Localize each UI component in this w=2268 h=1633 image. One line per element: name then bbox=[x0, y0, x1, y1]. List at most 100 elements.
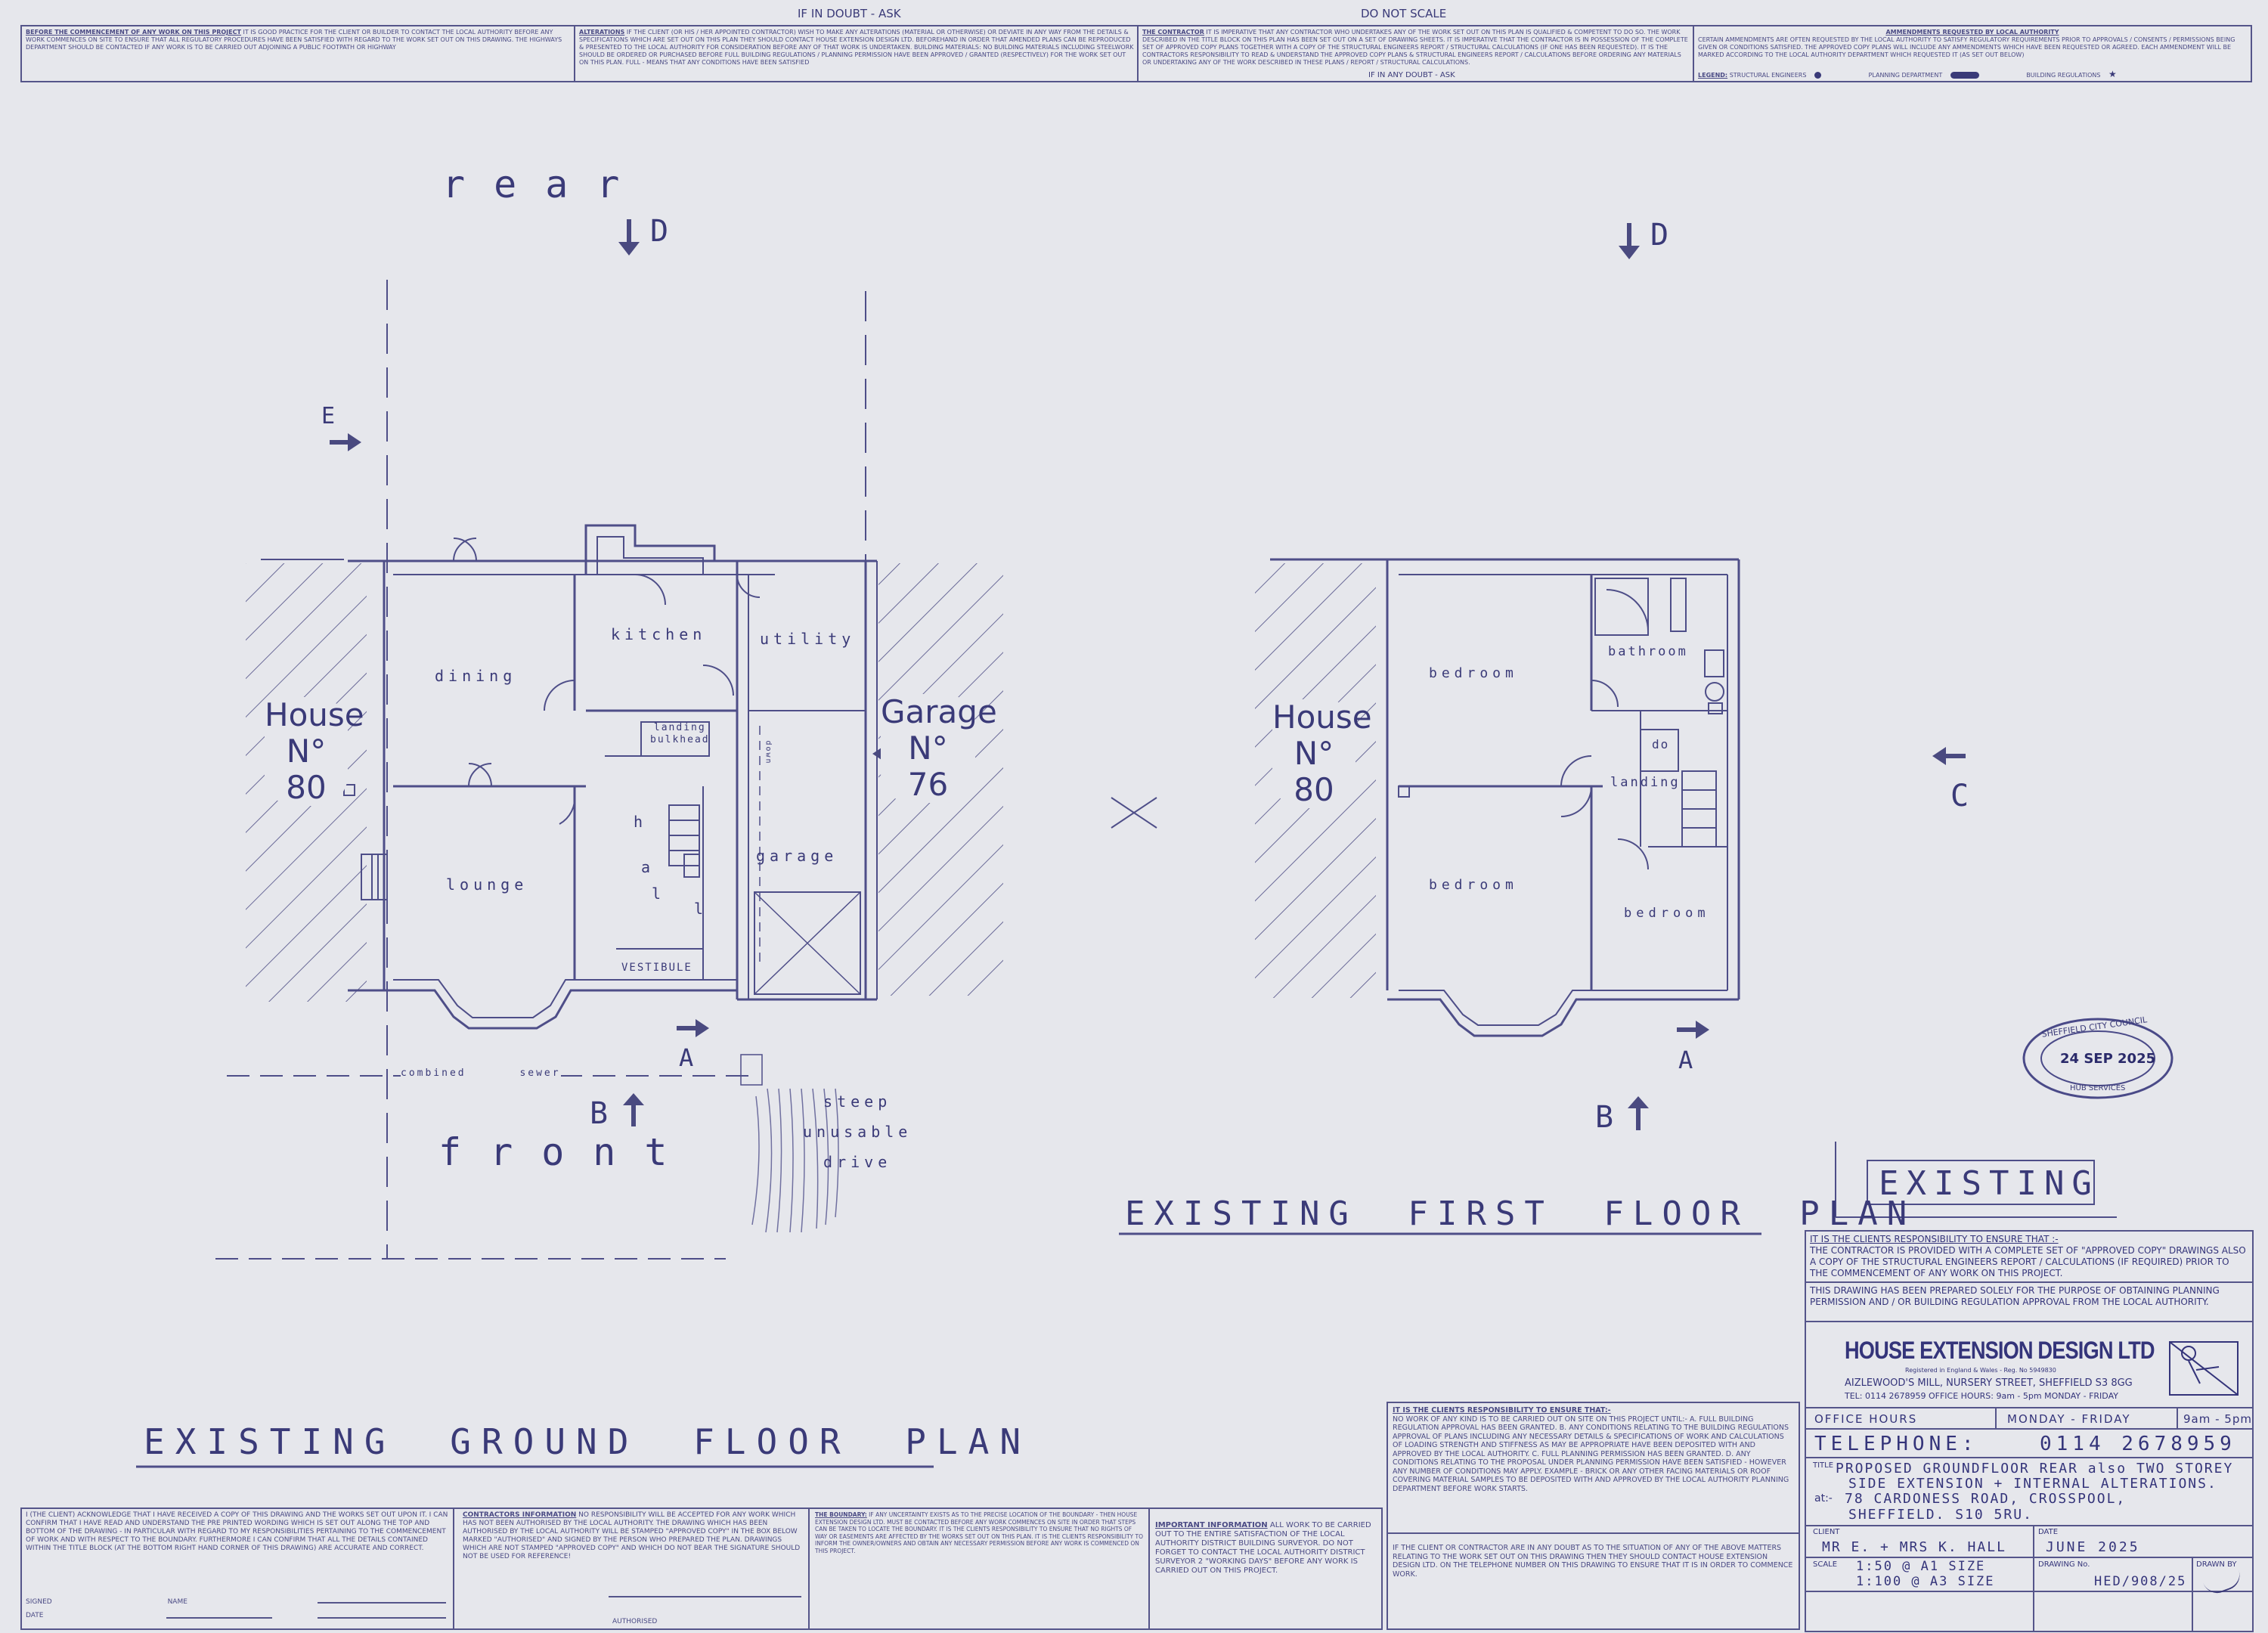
arrow-e-label: E bbox=[321, 403, 340, 429]
room-stairs-down: down bbox=[764, 740, 773, 765]
stairs-first bbox=[1681, 770, 1717, 847]
room-hall-l1: l bbox=[652, 885, 666, 903]
arrow-a-ground bbox=[677, 1019, 709, 1037]
stairs-ground bbox=[668, 804, 700, 878]
arrow-d-first bbox=[1619, 223, 1640, 259]
room-hall-l2: l bbox=[694, 900, 708, 918]
garage-76-label: Garage N° 76 bbox=[881, 693, 997, 803]
arrow-a-first bbox=[1677, 1021, 1709, 1039]
tb-company-name: HOUSE EXTENSION DESIGN LTD bbox=[1845, 1337, 2155, 1364]
room-vestibule: VESTIBULE bbox=[621, 962, 692, 974]
tb-title-line2: SIDE EXTENSION + INTERNAL ALTERATIONS. bbox=[1848, 1476, 2217, 1492]
tb-address-line2: SHEFFIELD. S10 5RU. bbox=[1848, 1507, 2033, 1523]
stamp-date: 24 SEP 2025 bbox=[2060, 1051, 2156, 1067]
company-logo-figure bbox=[2169, 1341, 2239, 1396]
tb-title-line1: PROPOSED GROUNDFLOOR REAR also TWO STORE… bbox=[1836, 1461, 2234, 1477]
tb-drawing-no-label: DRAWING No. bbox=[2038, 1560, 2090, 1569]
tb-purpose: THIS DRAWING HAS BEEN PREPARED SOLELY FO… bbox=[1810, 1285, 2220, 1307]
footer-important: IMPORTANT INFORMATION ALL WORK TO BE CAR… bbox=[1155, 1521, 1371, 1575]
tb-client-label: CLIENT bbox=[1813, 1528, 1840, 1536]
tb-office-hours-time: 9am - 5pm bbox=[2183, 1412, 2252, 1426]
room-landing-bulkhead: landing bulkhead bbox=[650, 722, 710, 745]
arrow-c-first bbox=[1932, 747, 1966, 765]
room-utility: utility bbox=[760, 630, 856, 648]
sewer-label: combined sewer bbox=[401, 1067, 561, 1079]
tb-office-hours-days: MONDAY - FRIDAY bbox=[2007, 1412, 2131, 1426]
legend-building-star: ★ bbox=[2108, 70, 2117, 79]
tb-scale2: 1:100 @ A3 SIZE bbox=[1856, 1574, 1995, 1589]
tb-drawn-by-label: DRAWN BY bbox=[2196, 1560, 2237, 1569]
footer-contractors: CONTRACTORS INFORMATION NO RESPONSIBILIT… bbox=[463, 1511, 801, 1560]
arrow-b-ground bbox=[623, 1093, 644, 1126]
header-if-in-any-doubt: IF IN ANY DOUBT - ASK bbox=[1368, 71, 1455, 79]
garage-door bbox=[754, 891, 861, 995]
bathroom-fittings bbox=[1594, 578, 1724, 714]
footer-acknowledgement: I (THE CLIENT) ACKNOWLEDGE THAT I HAVE R… bbox=[26, 1511, 448, 1552]
room-do: do bbox=[1652, 737, 1670, 751]
tb-date-label: DATE bbox=[2038, 1528, 2059, 1536]
tb-scale-label: SCALE bbox=[1813, 1560, 1838, 1569]
legend-planning-pill bbox=[1950, 72, 1979, 79]
room-lounge: lounge bbox=[446, 875, 528, 894]
title-block-frame bbox=[1805, 1230, 2254, 1632]
legend-struct-dot bbox=[1814, 72, 1821, 79]
tb-responsibility: IT IS THE CLIENTS RESPONSIBILITY TO ENSU… bbox=[1810, 1234, 2246, 1278]
arrow-b-ground-label: B bbox=[590, 1096, 613, 1131]
arrow-d-ground bbox=[618, 219, 640, 256]
arrow-d-ground-label: D bbox=[650, 214, 674, 249]
footer-frame bbox=[20, 1402, 1800, 1630]
header-note-alterations: ALTERATIONS IF THE CLIENT (OR HIS / HER … bbox=[579, 29, 1134, 66]
tb-telephone-label: TELEPHONE: bbox=[1814, 1433, 1978, 1455]
existing-box bbox=[1835, 1142, 2117, 1218]
arrow-c-first-label: C bbox=[1950, 779, 1974, 813]
stamp-hub: HUB SERVICES bbox=[2070, 1084, 2126, 1092]
room-dining: dining bbox=[435, 667, 517, 685]
room-hall-a: a bbox=[641, 858, 655, 876]
arrow-a-first-label: A bbox=[1678, 1046, 1698, 1074]
first-floor-plan bbox=[1111, 558, 1740, 1037]
tb-drawing-no: HED/908/25 bbox=[2094, 1574, 2187, 1589]
arrow-b-first bbox=[1628, 1096, 1649, 1130]
footer-signed-row: SIGNED NAME DATE bbox=[26, 1598, 187, 1619]
room-garage: garage bbox=[756, 847, 838, 865]
tb-date: JUNE 2025 bbox=[2046, 1539, 2140, 1555]
room-hall-h: h bbox=[634, 813, 648, 831]
tb-title-label: TITLE bbox=[1813, 1461, 1834, 1470]
existing-label: EXISTING bbox=[1879, 1164, 2099, 1203]
ground-arrows bbox=[330, 219, 907, 1126]
arrow-b-first-label: B bbox=[1595, 1100, 1619, 1135]
header-legend: LEGEND: STRUCTURAL ENGINEERS PLANNING DE… bbox=[1698, 70, 2117, 79]
arrow-e bbox=[330, 433, 361, 451]
room-bedroom-1: bedroom bbox=[1429, 665, 1518, 681]
tb-client: MR E. + MRS K. HALL bbox=[1822, 1539, 2006, 1555]
tb-registered: Registered in England & Wales - Reg. No … bbox=[1905, 1367, 2056, 1374]
room-bathroom: bathroom bbox=[1608, 644, 1688, 659]
footer-clients-2: IF THE CLIENT OR CONTRACTOR ARE IN ANY D… bbox=[1393, 1544, 1793, 1579]
header-note-work: BEFORE THE COMMENCEMENT OF ANY WORK ON T… bbox=[26, 29, 562, 51]
tb-address-line1: 78 CARDONESS ROAD, CROSSPOOL, bbox=[1845, 1491, 2127, 1507]
room-bedroom-3: bedroom bbox=[1624, 906, 1710, 921]
tb-at-label: at:- bbox=[1814, 1492, 1833, 1504]
tb-telephone: 0114 2678959 bbox=[2040, 1433, 2236, 1455]
footer-authorised: AUTHORISED bbox=[612, 1618, 658, 1625]
room-landing-first: landing bbox=[1610, 775, 1681, 790]
tb-address: AIZLEWOOD'S MILL, NURSERY STREET, SHEFFI… bbox=[1845, 1377, 2133, 1389]
first-floor-title: EXISTING FIRST FLOOR PLAN bbox=[1125, 1195, 1916, 1233]
council-stamp bbox=[2022, 1018, 2174, 1099]
tb-phone-hours: TEL: 0114 2678959 OFFICE HOURS: 9am - 5p… bbox=[1845, 1391, 2118, 1401]
front-label: front bbox=[438, 1130, 696, 1174]
rear-label: rear bbox=[442, 163, 649, 206]
house-80-label-first: House N° 80 bbox=[1272, 699, 1372, 808]
tb-scale1: 1:50 @ A1 SIZE bbox=[1856, 1559, 1986, 1574]
arrow-a-ground-label: A bbox=[679, 1043, 699, 1072]
room-bedroom-2: bedroom bbox=[1429, 877, 1518, 893]
house-80-label-ground: House N° 80 bbox=[265, 696, 364, 806]
header-do-not-scale: DO NOT SCALE bbox=[1361, 7, 1447, 20]
header-note-contractor: THE CONTRACTOR IT IS IMPERATIVE THAT ANY… bbox=[1142, 29, 1688, 66]
footer-boundary: THE BOUNDARY: IF ANY UNCERTAINTY EXISTS … bbox=[815, 1511, 1144, 1554]
drive-label: steep unusable drive bbox=[803, 1092, 912, 1171]
header-note-ammendments: AMMENDMENTS REQUESTED BY LOCAL AUTHORITY… bbox=[1698, 29, 2235, 58]
room-kitchen: kitchen bbox=[611, 625, 707, 643]
arrow-d-first-label: D bbox=[1650, 218, 1674, 253]
